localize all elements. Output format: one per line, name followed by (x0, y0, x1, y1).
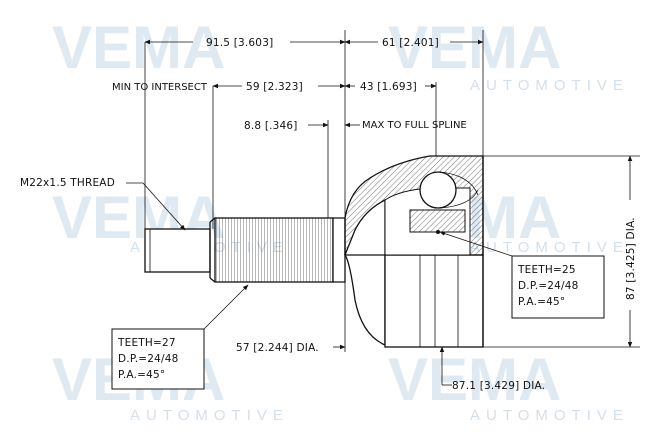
dim-outer-dia: 87.1 [3.429] DIA. (452, 380, 545, 392)
spec-outer-teeth: TEETH=27 (117, 337, 176, 349)
splined-shaft (214, 217, 334, 283)
housing-body (384, 254, 484, 348)
spec-inner-dp: D.P.=24/48 (518, 280, 579, 292)
spec-box-outer: TEETH=27 D.P.=24/48 P.A.=45° (111, 284, 249, 390)
watermark-bottom-right: VEMA AUTOMOTIVE (388, 346, 629, 424)
label-thread: M22x1.5 THREAD (20, 177, 115, 189)
shaft-neck (332, 217, 346, 283)
watermark-brand: VEMA (52, 14, 225, 81)
spec-outer-pa: P.A.=45° (118, 369, 165, 381)
watermark-subtitle: AUTOMOTIVE (470, 407, 629, 424)
dim-small-offset: 8.8 [.346] (244, 120, 298, 132)
label-max-to-full-spline: MAX TO FULL SPLINE (362, 120, 467, 131)
watermark-subtitle: AUTOMOTIVE (470, 77, 629, 94)
dim-outer-length: 61 [2.401] (382, 37, 439, 49)
watermark-brand: VEMA (388, 14, 561, 81)
dim-overall-length: 91.5 [3.603] (206, 37, 273, 49)
dim-shaft-dia: 57 [2.244] DIA. (236, 342, 319, 354)
dim-body-height: 87 [3.425] DIA. (625, 217, 637, 300)
spec-box-inner: TEETH=25 D.P.=24/48 P.A.=45° (439, 231, 605, 319)
ball (419, 171, 457, 209)
spec-outer-dp: D.P.=24/48 (118, 353, 179, 365)
dim-min-to-intersect: 59 [2.323] (246, 81, 303, 93)
threaded-stub (144, 228, 211, 273)
inner-race (409, 209, 466, 233)
watermark-top-right: VEMA AUTOMOTIVE (388, 14, 629, 94)
watermark-top-left: VEMA (52, 14, 225, 81)
housing-bell (343, 254, 386, 346)
watermark-subtitle: AUTOMOTIVE (470, 239, 629, 256)
watermark-subtitle: AUTOMOTIVE (130, 407, 289, 424)
label-min-to-intersect: MIN TO INTERSECT (112, 82, 208, 93)
watermark-brand: VEMA (388, 346, 561, 413)
spec-inner-teeth: TEETH=25 (517, 264, 576, 276)
dim-spline-length: 43 [1.693] (360, 81, 417, 93)
spec-inner-pa: P.A.=45° (518, 296, 565, 308)
cv-joint-part (144, 155, 484, 348)
